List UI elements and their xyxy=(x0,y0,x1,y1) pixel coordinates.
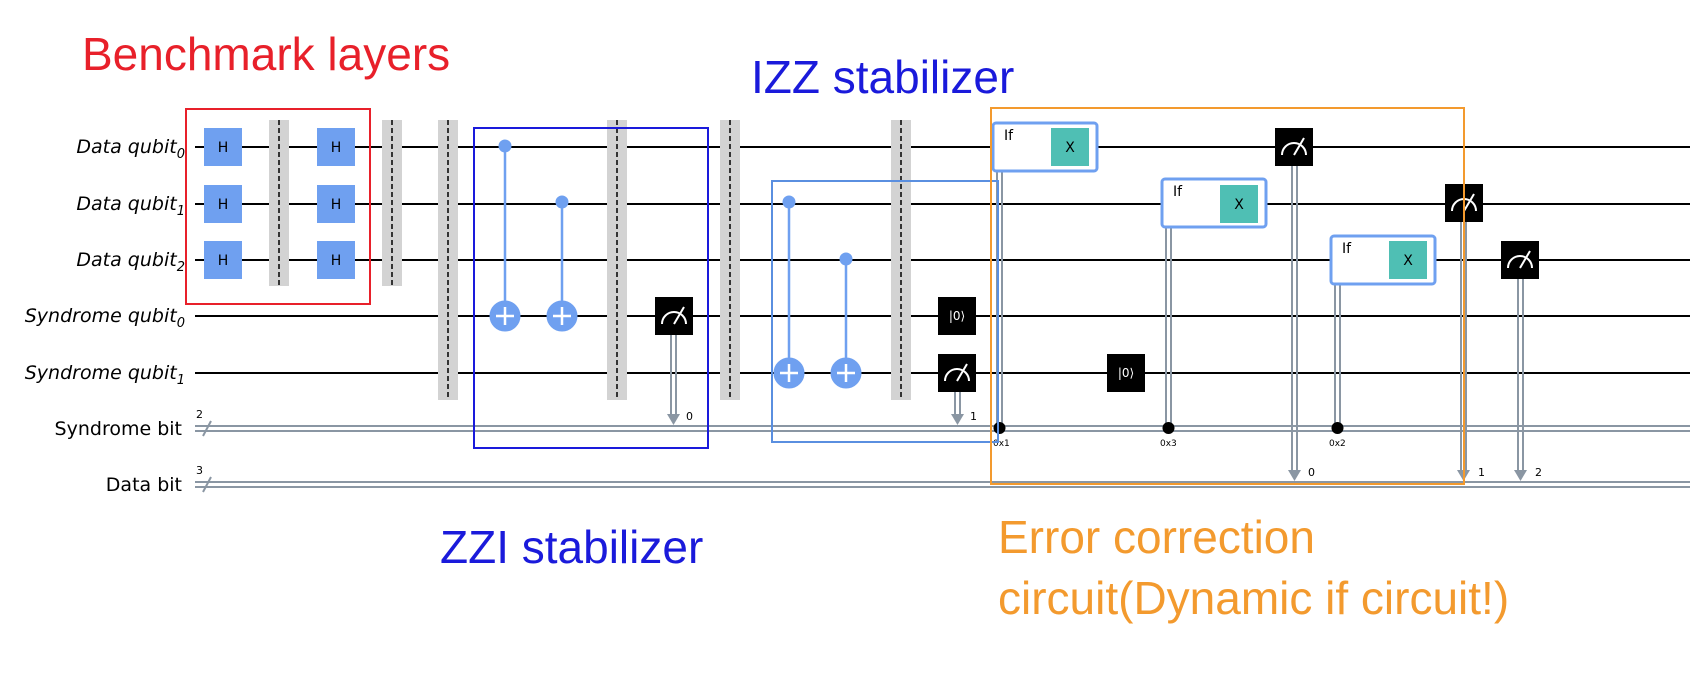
label-data-qubit-0: Data qubit0 xyxy=(76,136,185,162)
measure-gate-s0: 0 xyxy=(655,297,693,425)
label-data-qubit-1: Data qubit1 xyxy=(76,193,185,219)
conditional-blocks: If X 0x1 If X 0x3 If X 0x2 xyxy=(991,121,1437,449)
cnot-gates xyxy=(489,139,862,389)
cnot-d0-s0 xyxy=(489,139,521,332)
measure-gate-d2: 2 xyxy=(1501,241,1542,481)
label-syndrome-qubit-0: Syndrome qubit0 xyxy=(25,305,185,331)
label-syndrome-qubit-1: Syndrome qubit1 xyxy=(25,362,185,388)
svg-text:|0⟩: |0⟩ xyxy=(949,309,965,323)
hadamard-gates: H H H H H H xyxy=(204,128,355,279)
if-label: If xyxy=(1342,241,1352,257)
error-correction-box xyxy=(990,107,1465,485)
cnot-d2-s1 xyxy=(830,252,862,389)
annotation-labels: Benchmark layers IZZ stabilizer ZZI stab… xyxy=(82,28,1509,624)
condition-label: 0x1 xyxy=(993,439,1010,449)
label-data-bit: Data bit xyxy=(106,474,182,496)
measure-target-label: 1 xyxy=(1478,466,1485,479)
bundle-slash-data xyxy=(202,476,212,493)
condition-label: 0x3 xyxy=(1160,439,1177,449)
svg-text:X: X xyxy=(1403,253,1413,269)
measure-gate-s1: 1 xyxy=(938,354,977,425)
bundle-slash-syndrome xyxy=(202,420,212,437)
h-gate: H xyxy=(317,128,355,166)
svg-text:X: X xyxy=(1065,140,1075,156)
x-gate xyxy=(1389,241,1427,279)
if-label: If xyxy=(1173,184,1183,200)
x-gate xyxy=(1220,185,1258,223)
svg-text:X: X xyxy=(1234,197,1244,213)
svg-text:|0⟩: |0⟩ xyxy=(1118,366,1134,380)
zzi-box xyxy=(473,127,709,449)
barrier-4 xyxy=(607,120,627,400)
svg-text:H: H xyxy=(331,253,342,269)
reset-gate-s1: |0⟩ xyxy=(1107,354,1145,392)
reset-gates: |0⟩ |0⟩ xyxy=(938,297,1145,392)
cnot-d1-s1 xyxy=(773,195,805,389)
measure-target-label: 0 xyxy=(686,410,693,423)
condition-label: 0x2 xyxy=(1329,439,1346,449)
svg-text:H: H xyxy=(218,253,229,269)
annotation-boxes xyxy=(185,107,1465,485)
barriers xyxy=(269,120,911,400)
barrier-3 xyxy=(438,120,458,400)
measure-gate-d0: 0 xyxy=(1275,128,1315,481)
x-gate xyxy=(1051,128,1089,166)
izz-label: IZZ stabilizer xyxy=(751,51,1014,103)
barrier-5 xyxy=(720,120,740,400)
if-block-d1: If X 0x3 xyxy=(1160,177,1268,449)
classical-wires xyxy=(195,420,1690,493)
if-block-d2: If X 0x2 xyxy=(1329,234,1437,449)
reset-gate-s0: |0⟩ xyxy=(938,297,976,335)
if-block-d0: If X 0x1 xyxy=(991,121,1099,449)
svg-text:H: H xyxy=(218,140,229,156)
svg-text:H: H xyxy=(218,197,229,213)
barrier-6 xyxy=(891,120,911,400)
label-syndrome-bit: Syndrome bit xyxy=(55,418,182,440)
h-gate: H xyxy=(204,185,242,223)
if-label: If xyxy=(1004,128,1014,144)
measure-target-label: 0 xyxy=(1308,466,1315,479)
svg-text:H: H xyxy=(331,140,342,156)
h-gate: H xyxy=(317,241,355,279)
syndrome-bit-size: 2 xyxy=(196,408,203,421)
error-correction-label-line1: Error correction xyxy=(998,511,1315,563)
izz-box xyxy=(771,180,999,443)
zzi-label: ZZI stabilizer xyxy=(440,521,703,573)
measure-target-label: 1 xyxy=(970,410,977,423)
cnot-d1-s0 xyxy=(546,195,578,332)
svg-text:H: H xyxy=(331,197,342,213)
barrier-1 xyxy=(269,120,289,286)
h-gate: H xyxy=(317,185,355,223)
h-gate: H xyxy=(204,241,242,279)
benchmark-box xyxy=(185,108,371,305)
error-correction-label-line2: circuit(Dynamic if circuit!) xyxy=(998,572,1509,624)
wire-labels: Data qubit0 Data qubit1 Data qubit2 Synd… xyxy=(25,136,185,496)
benchmark-label: Benchmark layers xyxy=(82,28,450,80)
data-bit-size: 3 xyxy=(196,464,203,477)
barrier-2 xyxy=(382,120,402,286)
measure-target-label: 2 xyxy=(1535,466,1542,479)
measurements: 0 1 0 1 xyxy=(655,128,1542,481)
h-gate: H xyxy=(204,128,242,166)
label-data-qubit-2: Data qubit2 xyxy=(76,249,185,275)
